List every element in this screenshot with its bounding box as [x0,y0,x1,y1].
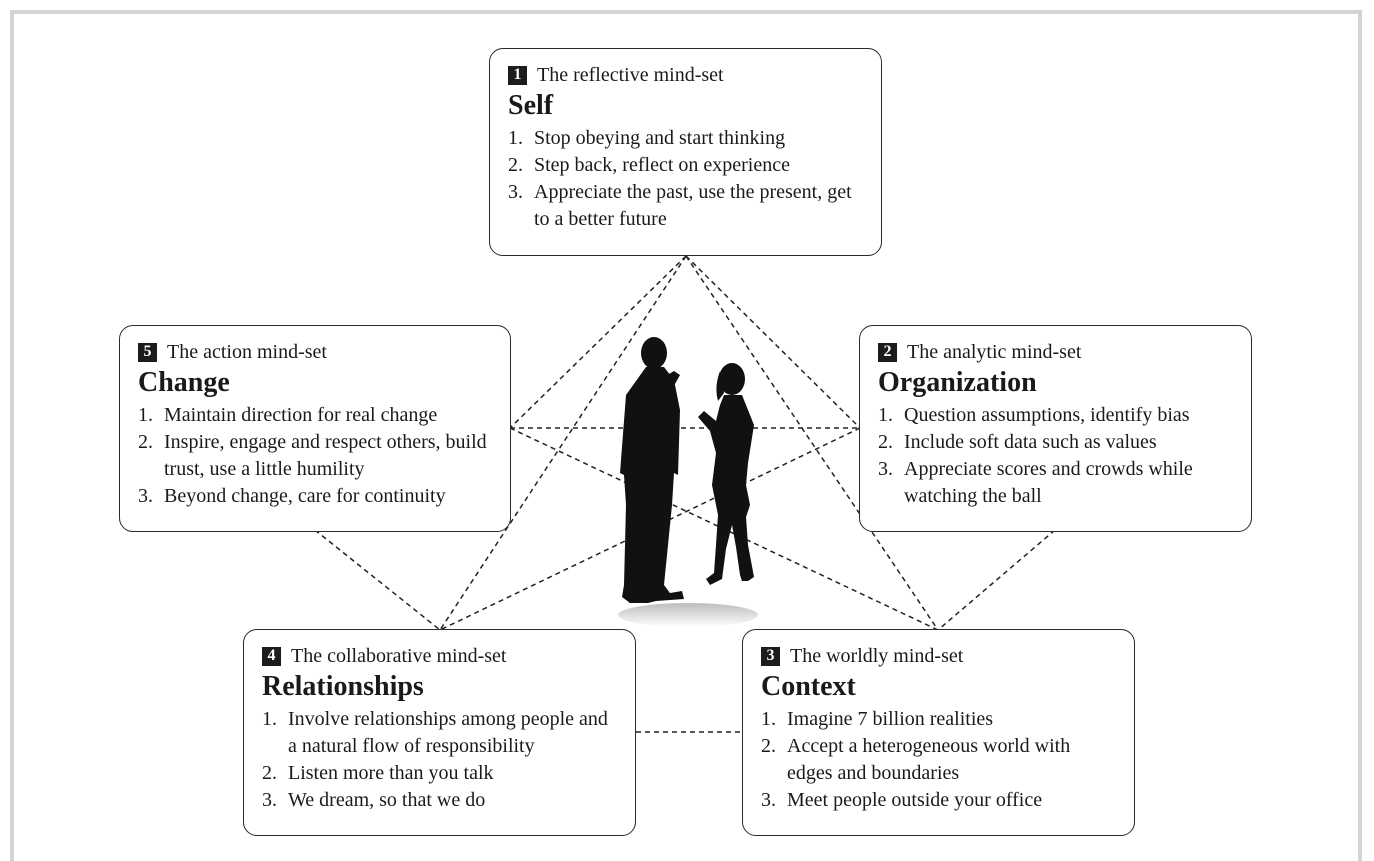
self-number-badge: 1 [508,65,527,85]
connector-change-relationships [314,529,441,631]
list-item: 1. Maintain direction for real change [138,402,492,429]
list-item: 3. Meet people outside your office [761,787,1116,814]
list-item: 2. Step back, reflect on experience [508,152,863,179]
organization-number-badge: 2 [878,342,897,362]
list-text: We dream, so that we do [288,789,486,811]
change-list: 1. Maintain direction for real change 2. I… [138,402,492,510]
list-text: Question assumptions, identify bias [904,404,1190,426]
list-index: 1. [761,708,776,730]
list-item: 2. Accept a heterogeneous world with edge… [761,733,1116,787]
list-index: 2. [138,431,153,453]
list-text: Appreciate the past, use the present, ge… [534,181,852,230]
list-index: 3. [262,789,277,811]
change-number-badge: 5 [138,342,157,362]
context-mindset-heading: 3 The worldly mind-set [761,644,1116,668]
list-item: 1. Question assumptions, identify bias [878,402,1233,429]
list-index: 1. [138,404,153,426]
organization-list: 1. Question assumptions, identify bias 2.… [878,402,1233,510]
list-text: Listen more than you talk [288,762,494,784]
relationships-box: 4 The collaborative mind-set Relationshi… [243,629,636,836]
figure-frame [10,10,1362,861]
organization-mindset-heading: 2 The analytic mind-set [878,340,1233,364]
list-item: 2. Inspire, engage and respect others, bu… [138,429,492,483]
context-title: Context [761,671,856,702]
list-text: Inspire, engage and respect others, buil… [164,431,487,480]
change-title: Change [138,367,230,398]
list-text: Accept a heterogeneous world with edges … [787,735,1071,784]
list-text: Imagine 7 billion realities [787,708,994,730]
context-list: 1. Imagine 7 billion realities 2. Accept a… [761,706,1116,814]
context-mindset-label: The worldly mind-set [790,645,964,667]
list-text: Stop obeying and start thinking [534,127,786,149]
connector-organization-relationships [439,427,861,631]
list-text: Involve relationships among people and a… [288,708,608,757]
list-item: 2. Include soft data such as values [878,429,1233,456]
self-box: 1 The reflective mind-set Self 1. Stop ob… [489,48,882,256]
organization-box: 2 The analytic mind-set Organization 1. Q… [859,325,1252,532]
self-title: Self [508,90,554,121]
list-item: 3. Appreciate the past, use the present, … [508,179,863,233]
context-number-badge: 3 [761,646,780,666]
list-index: 2. [761,735,776,757]
change-box: 5 The action mind-set Change 1. Maintain … [119,325,511,532]
list-index: 1. [878,404,893,426]
list-item: 3. We dream, so that we do [262,787,617,814]
list-index: 1. [262,708,277,730]
woman-silhouette [698,363,754,585]
organization-mindset-label: The analytic mind-set [907,341,1082,363]
list-index: 1. [508,127,523,149]
list-index: 2. [508,154,523,176]
list-item: 1. Imagine 7 billion realities [761,706,1116,733]
relationships-number-badge: 4 [262,646,281,666]
silhouette-figures [618,337,758,627]
relationships-mindset-label: The collaborative mind-set [291,645,507,667]
relationships-list: 1. Involve relationships among people and… [262,706,617,814]
self-mindset-label: The reflective mind-set [537,64,724,86]
connector-self-context [685,255,939,631]
list-index: 3. [761,789,776,811]
relationships-mindset-heading: 4 The collaborative mind-set [262,644,617,668]
list-index: 3. [878,458,893,480]
connector-organization-context [937,529,1056,631]
list-text: Beyond change, care for continuity [164,485,446,507]
change-mindset-heading: 5 The action mind-set [138,340,492,364]
context-box: 3 The worldly mind-set Context 1. Imagine… [742,629,1135,836]
list-text: Include soft data such as values [904,431,1157,453]
list-item: 2. Listen more than you talk [262,760,617,787]
list-item: 3. Appreciate scores and crowds while wat… [878,456,1233,510]
list-item: 1. Involve relationships among people and… [262,706,617,760]
relationships-title: Relationships [262,671,424,702]
connector-self-organization [685,255,861,429]
list-text: Appreciate scores and crowds while watch… [904,458,1193,507]
organization-title: Organization [878,367,1037,398]
list-text: Maintain direction for real change [164,404,438,426]
list-text: Step back, reflect on experience [534,154,790,176]
list-item: 3. Beyond change, care for continuity [138,483,492,510]
change-mindset-label: The action mind-set [167,341,327,363]
list-item: 1. Stop obeying and start thinking [508,125,863,152]
list-index: 2. [262,762,277,784]
list-text: Meet people outside your office [787,789,1043,811]
list-index: 2. [878,431,893,453]
self-mindset-heading: 1 The reflective mind-set [508,63,863,87]
self-list: 1. Stop obeying and start thinking 2. Step… [508,125,863,233]
floor-reflection [618,603,758,627]
connector-self-relationships [439,255,687,631]
list-index: 3. [508,181,523,203]
list-index: 3. [138,485,153,507]
man-silhouette [620,337,684,603]
